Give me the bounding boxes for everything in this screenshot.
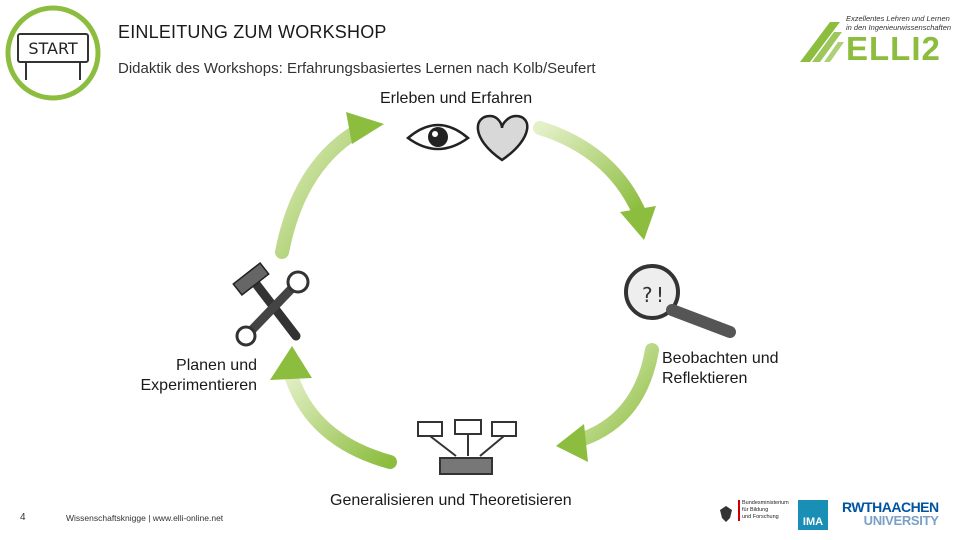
heart-icon [476, 114, 529, 162]
elli-logo-text: ELLI2 [846, 30, 941, 67]
svg-text:?: ? [642, 283, 653, 307]
cycle-arrow-top-left [275, 112, 384, 259]
elli-tagline: Exzellentes Lehren und Lernen in den Ing… [846, 14, 951, 32]
svg-text:!: ! [656, 283, 664, 307]
diagram-icon [417, 419, 517, 475]
bmbf-line3: und Forschung [742, 514, 779, 520]
tools-icon [232, 261, 310, 347]
stage-label-reflection: Beobachten und Reflektieren [662, 349, 779, 389]
bmbf-logo: Bundesministerium für Bildung und Forsch… [738, 500, 789, 521]
eye-icon [405, 123, 471, 151]
footer-text: Wissenschaftsknigge | www.elli-online.ne… [66, 513, 224, 523]
stage-label-experience: Erleben und Erfahren [380, 90, 533, 107]
elli-logo-mark [800, 22, 844, 62]
cycle-arrow-bottom-left [270, 346, 397, 469]
stage-label-theory: Generalisieren und Theoretisieren [330, 492, 572, 509]
page-title: EINLEITUNG ZUM WORKSHOP [118, 22, 387, 42]
rwth-logo-line1: RWTHAACHEN [842, 499, 939, 515]
stage-label-reflection-line2: Reflektieren [662, 370, 748, 387]
stage-label-experiment-line2: Experimentieren [140, 377, 258, 394]
ima-logo: IMA [798, 500, 828, 530]
page-number: 4 [20, 512, 26, 523]
cycle-arrow-top-right [533, 121, 656, 240]
bmbf-line1: Bundesministerium [742, 500, 789, 506]
stage-label-experiment-line1: Planen und [176, 357, 257, 374]
rwth-logo-line2: UNIVERSITY [863, 513, 939, 528]
start-sign-text: START [28, 39, 78, 58]
start-sign-logo: START [5, 5, 101, 101]
stage-label-reflection-line1: Beobachten und [662, 350, 779, 367]
bmbf-line2: für Bildung [742, 507, 769, 513]
federal-eagle-icon [718, 504, 734, 524]
rwth-logo: RWTHAACHEN UNIVERSITY [842, 500, 939, 528]
elli-tagline-line2: in den Ingenieurwissenschaften [846, 23, 952, 32]
page-subtitle: Didaktik des Workshops: Erfahrungsbasier… [118, 60, 596, 77]
elli-tagline-line1: Exzellentes Lehren und Lernen [846, 14, 950, 23]
cycle-arrow-bottom-right [556, 343, 659, 462]
stage-label-experiment: Planen und Experimentieren [125, 356, 258, 396]
magnifier-icon: ? ! [624, 264, 736, 338]
